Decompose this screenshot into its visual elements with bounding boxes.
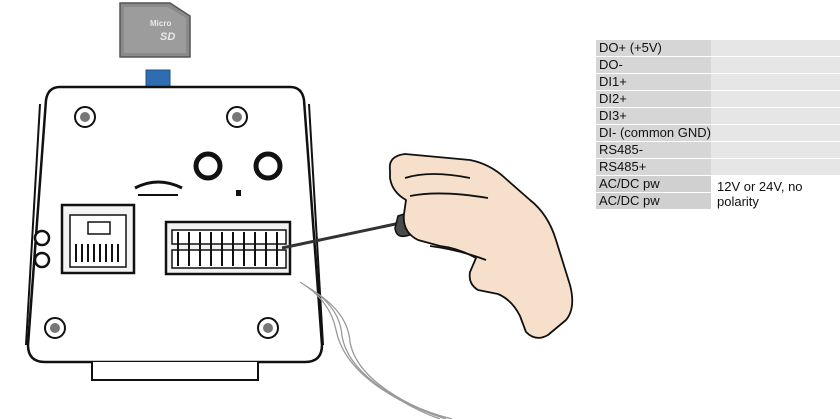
table-row: AC/DC pw 12V or 24V, no polarity [596,175,840,209]
pin-description [711,141,840,158]
pin-description [711,40,840,56]
led-icon [33,229,51,247]
pin-table: DO+ (+5V) DO- DI1+ DI2+ DI3+ DI- (common… [596,40,840,209]
reset-hole [236,190,241,196]
pin-label: DO- [596,56,711,73]
pin-label: DI1+ [596,73,711,90]
screw-icon [44,317,66,339]
pin-label: DI3+ [596,107,711,124]
table-row: DO+ (+5V) [596,40,840,56]
table-row: DI3+ [596,107,840,124]
pin-description [711,107,840,124]
audio-jack-icon [193,151,223,181]
pin-label: DO+ (+5V) [596,40,711,56]
camera-illustration: Micro SD [25,2,574,419]
power-note: 12V or 24V, no polarity [711,175,840,209]
screw-icon [257,317,279,339]
pin-label: DI2+ [596,90,711,107]
pin-label: AC/DC pw [596,192,711,209]
pin-description [711,73,840,90]
wires [299,281,453,419]
pin-label: RS485- [596,141,711,158]
table-row: DI1+ [596,73,840,90]
sd-card-slot [134,180,183,196]
table-row: DI- (common GND) [596,124,840,141]
led-icon [33,251,51,269]
table-row: AC/DC pw [596,192,840,209]
pin-label: AC/DC pw [596,175,711,192]
pin-description [711,158,840,175]
screw-icon [74,106,96,128]
screw-icon [226,106,248,128]
pin-description [711,124,840,141]
pin-label: DI- (common GND) [596,124,711,141]
table-row: RS485+ [596,158,840,175]
table-row: DI2+ [596,90,840,107]
audio-jack-icon [253,151,283,181]
pin-description [711,56,840,73]
ethernet-port [60,203,136,275]
hand [388,153,574,339]
pin-label: RS485+ [596,158,711,175]
table-row: DO- [596,56,840,73]
sd-card-brand-large: SD [160,31,175,43]
table-row: RS485- [596,141,840,158]
micro-sd-card: Micro SD [119,2,191,58]
terminal-block [164,220,292,276]
pin-description [711,90,840,107]
sd-card-brand-small: Micro [150,19,171,28]
